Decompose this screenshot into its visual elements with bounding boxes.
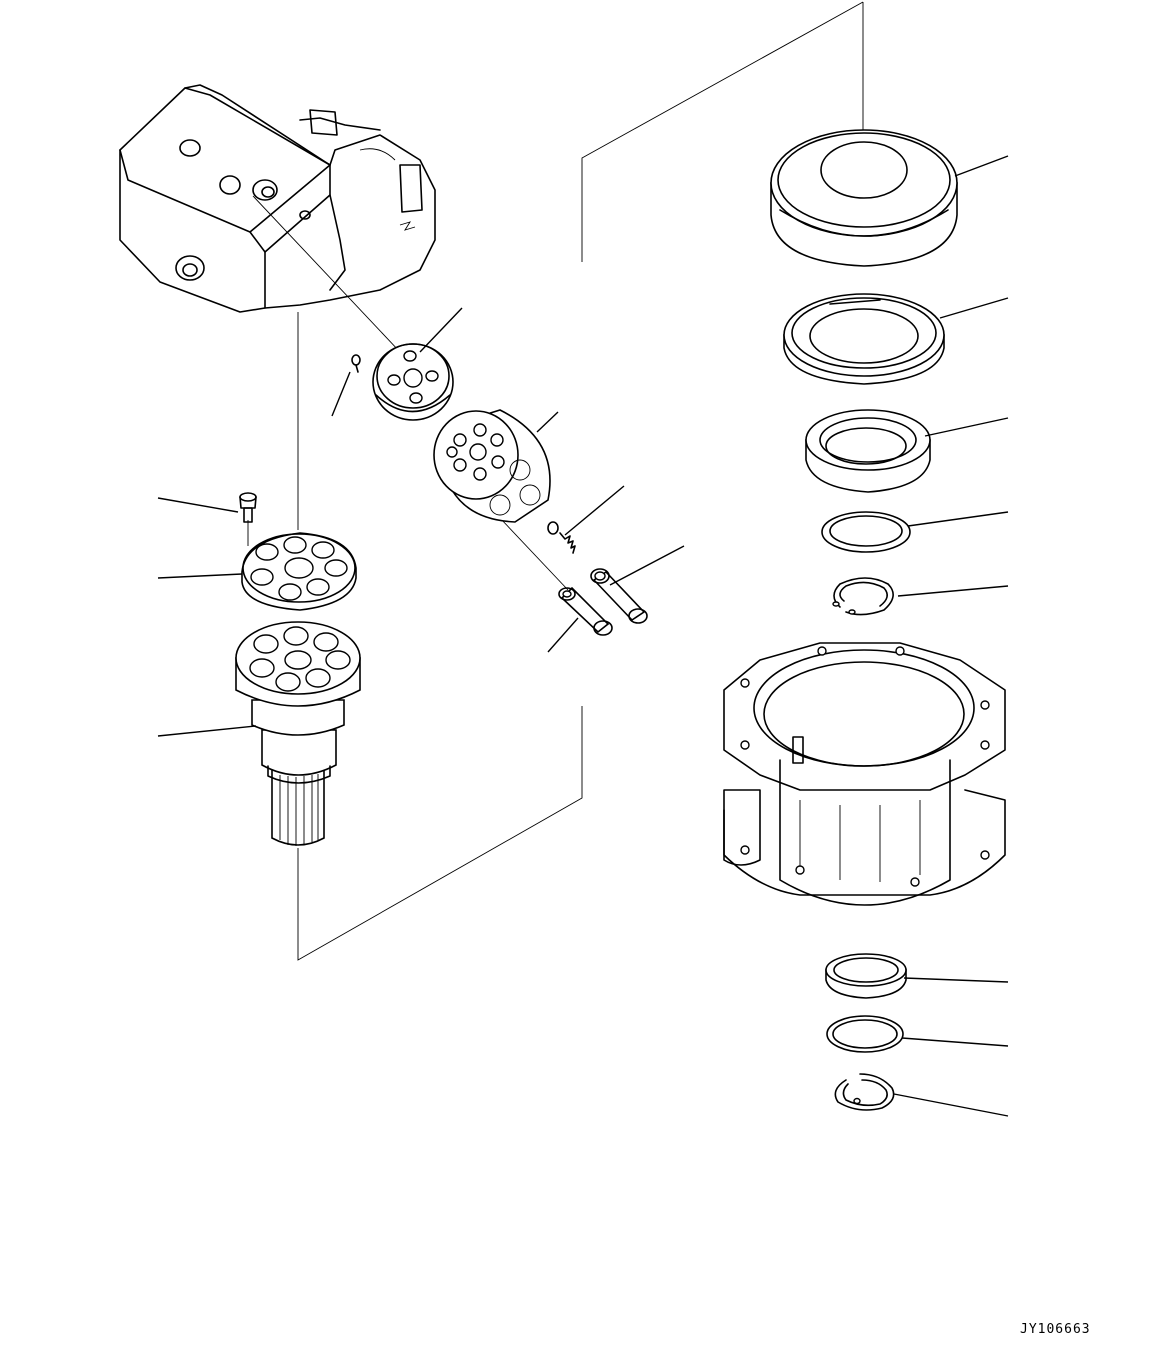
piston-icon	[558, 568, 648, 636]
bolt-icon	[239, 492, 257, 523]
snap-ring-icon	[832, 577, 894, 616]
small-plug-leader	[331, 371, 351, 417]
lower-bearing-leader	[903, 977, 1009, 983]
cylinder-block-icon	[433, 409, 551, 523]
bearing-icon	[805, 409, 931, 493]
spring-icon	[547, 521, 576, 554]
seal-ring-icon	[783, 293, 945, 385]
valve-plate-leader	[419, 307, 463, 353]
brake-ring-icon	[770, 129, 958, 267]
snap-ring-leader	[897, 585, 1009, 597]
bearing-leader	[924, 417, 1009, 437]
lower-snap-ring-leader	[893, 1093, 1009, 1117]
retainer-plate-leader	[157, 573, 243, 579]
seal-ring-leader	[939, 297, 1009, 319]
cylinder-block-leader	[536, 411, 559, 433]
retainer-plate-icon	[241, 532, 357, 611]
o-ring-icon	[821, 511, 911, 553]
brake-ring-leader	[954, 155, 1009, 177]
shaft-flange-icon	[235, 621, 361, 846]
bolt-leader	[157, 497, 239, 513]
piston-b-leader	[547, 617, 579, 653]
lower-bearing-icon	[825, 953, 907, 999]
lower-snap-ring-icon	[834, 1073, 895, 1111]
case-housing-icon	[723, 642, 1006, 906]
spring-leader	[564, 485, 625, 536]
piston-a-leader	[609, 545, 685, 586]
motor-housing-icon	[119, 84, 436, 313]
figure-reference-code: JY106663	[1020, 1322, 1091, 1337]
small-plug-icon	[351, 354, 361, 373]
valve-plate-icon	[372, 343, 454, 421]
lower-o-ring-leader	[901, 1037, 1009, 1047]
o-ring-leader	[907, 511, 1009, 527]
shaft-flange-leader	[157, 725, 257, 737]
assembly-guide-lines	[247, 1, 864, 961]
lower-o-ring-icon	[826, 1015, 904, 1053]
